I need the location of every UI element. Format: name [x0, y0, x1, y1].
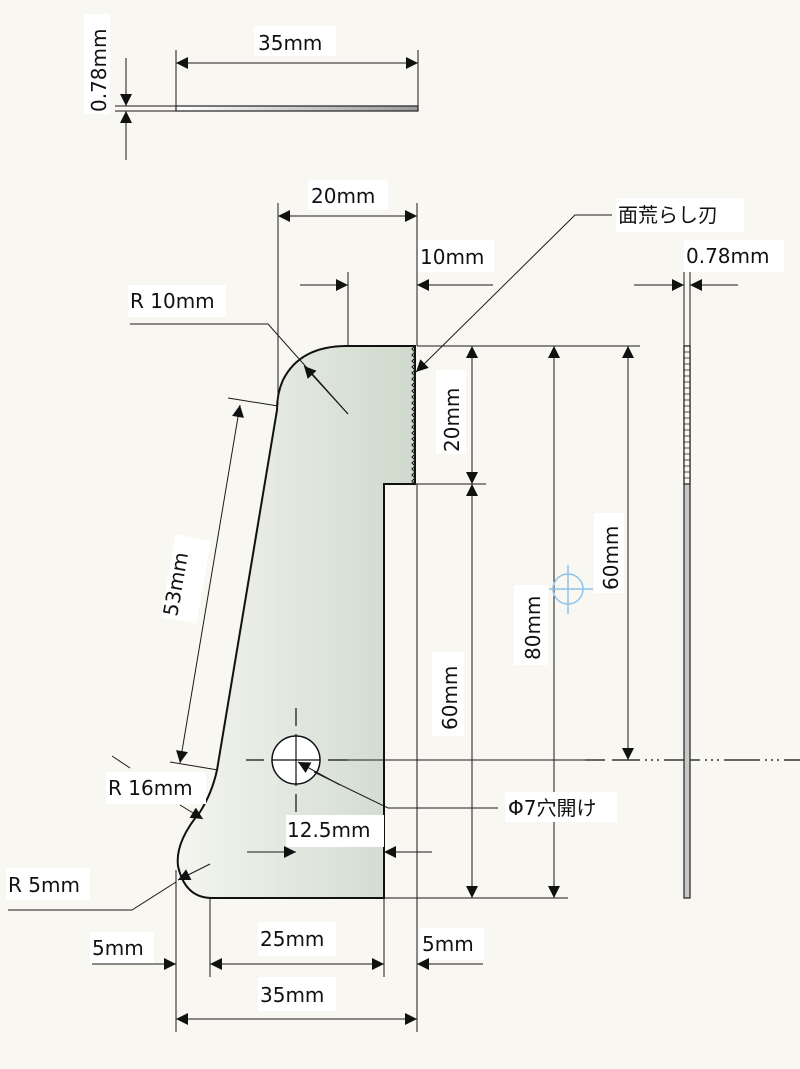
- side-serration-ticks: [684, 351, 690, 479]
- side-view: 0.78mm: [634, 240, 784, 899]
- plate-top-outline: [175, 105, 419, 112]
- hole-height-label: 60mm: [599, 526, 623, 590]
- top-view: 35mm 0.78mm: [84, 14, 419, 160]
- hole-centerlines: [246, 708, 348, 812]
- side-thickness-label: 0.78mm: [686, 244, 770, 268]
- side-serrated-section: [683, 345, 691, 485]
- left-offset-label: 5mm: [92, 936, 144, 960]
- radius-5-label: R 5mm: [8, 873, 80, 897]
- radius-16-label: R 16mm: [108, 776, 193, 800]
- front-view: 20mm 10mm R 10mm 面荒らし刃 53mm R 16mm R 5mm: [6, 180, 800, 1032]
- hole-note: Φ7穴開け: [508, 796, 596, 820]
- serrated-height-label: 20mm: [440, 388, 464, 452]
- overall-width-label: 35mm: [260, 983, 324, 1007]
- serrated-edge-note: 面荒らし刃: [618, 203, 718, 227]
- top-thickness-label: 0.78mm: [87, 29, 111, 113]
- crosshair-target-icon: [549, 565, 593, 614]
- slant-dimension: [176, 404, 244, 764]
- bottom-width-label: 25mm: [260, 927, 324, 951]
- serrated-edge: [411, 345, 416, 486]
- flat-10-label: 10mm: [420, 245, 484, 269]
- top-width-label: 35mm: [258, 31, 322, 55]
- right-offset-label: 5mm: [422, 932, 474, 956]
- total-height-label: 80mm: [521, 596, 545, 660]
- hole-offset-label: 12.5mm: [287, 818, 371, 842]
- top-width-20-label: 20mm: [311, 184, 375, 208]
- lower-height-label: 60mm: [438, 666, 462, 730]
- radius-10-label: R 10mm: [130, 289, 215, 313]
